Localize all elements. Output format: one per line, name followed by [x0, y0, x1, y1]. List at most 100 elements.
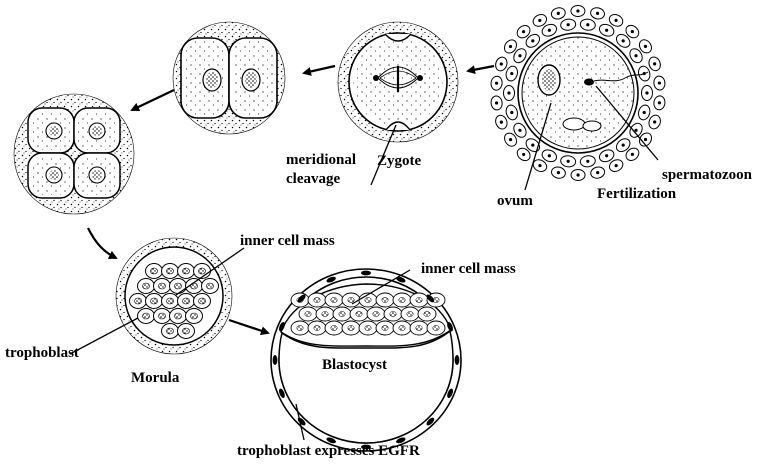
corona-cell-nucleus	[510, 110, 514, 115]
corona-cell-nucleus	[643, 137, 648, 142]
trophoblast-nucleus	[361, 444, 371, 450]
corona-cell-nucleus	[657, 81, 661, 85]
sequence-arrows	[87, 64, 495, 336]
corona-cell-nucleus	[614, 163, 618, 168]
trophoblast-nucleus	[326, 437, 336, 444]
corona-cell-nucleus	[531, 143, 535, 147]
corona-cell-nucleus	[499, 62, 503, 66]
corona-cell-nucleus	[556, 171, 561, 175]
icm-cell-nucleus	[313, 297, 321, 303]
corona-cell-nucleus	[576, 9, 580, 13]
blastomere-nucleus	[182, 297, 190, 305]
corona-cell-nucleus	[645, 91, 649, 95]
label-meridional-cleavage: meridional cleavage	[286, 152, 356, 187]
icm-cell-nucleus	[381, 297, 389, 303]
label-fertilization: Fertilization	[597, 186, 677, 202]
blastocyst-inner-cells	[290, 292, 446, 336]
label-blastocyst: Blastocyst	[322, 357, 387, 373]
trophoblast-nucleus	[278, 321, 285, 332]
trophoblast-nucleus	[297, 294, 306, 303]
blastomere-nucleus	[150, 297, 158, 305]
corona-cell-nucleus	[605, 154, 609, 158]
corona-cell-nucleus	[508, 138, 513, 142]
corona-cell-nucleus	[653, 120, 657, 124]
four-cell-stage	[13, 93, 135, 215]
blastomere-nucleus	[166, 267, 174, 275]
blastomere-nucleus	[158, 312, 166, 320]
icm-cell-nucleus	[406, 311, 414, 317]
corona-cell-nucleus	[494, 81, 499, 85]
corona-cell-nucleus	[596, 171, 600, 175]
corona-cell-nucleus	[518, 54, 522, 58]
corona-cell-nucleus	[614, 18, 618, 22]
corona-cell-nucleus	[605, 28, 609, 32]
icm-cell-nucleus	[364, 297, 372, 303]
corona-cell-nucleus	[634, 128, 638, 132]
label-inner-cell-mass-blastocyst: inner cell mass	[421, 261, 516, 277]
blastomere-nucleus	[198, 297, 206, 305]
trophoblast-nucleus	[361, 270, 371, 276]
icm-cell-nucleus	[313, 325, 321, 331]
corona-cell-nucleus	[653, 62, 657, 66]
corona-cell-nucleus	[522, 152, 526, 157]
icm-cell-nucleus	[372, 311, 380, 317]
icm-cell-nucleus	[321, 311, 329, 317]
corona-cell-nucleus	[595, 11, 600, 15]
corona-cell-nucleus	[657, 101, 662, 105]
blastomere-nucleus	[158, 282, 166, 290]
zygote-stage	[337, 21, 459, 143]
label-inner-cell-mass-morula: inner cell mass	[240, 233, 335, 249]
icm-cell-nucleus	[423, 311, 431, 317]
blastomere-nucleus	[166, 327, 174, 335]
label-zygote: Zygote	[377, 153, 422, 169]
corona-cell-nucleus	[630, 152, 635, 156]
blastomere-nucleus	[206, 282, 214, 290]
icm-cell-nucleus	[304, 311, 312, 317]
corona-cell-nucleus	[521, 30, 526, 34]
corona-cell-nucleus	[518, 128, 522, 132]
corona-cell-nucleus	[547, 154, 551, 158]
label-spermatozoon: spermatozoon	[662, 167, 752, 183]
icm-cell-nucleus	[330, 325, 338, 331]
icm-cell-nucleus	[398, 297, 406, 303]
trophoblast-nucleus	[272, 355, 278, 365]
icm-cell-nucleus	[330, 297, 338, 303]
trophoblast-nucleus	[426, 417, 435, 426]
icm-cell-nucleus	[415, 297, 423, 303]
blastomere-nucleus	[174, 282, 182, 290]
corona-cell-nucleus	[634, 54, 638, 58]
trophoblast-nucleus	[454, 355, 460, 365]
corona-cell-nucleus	[630, 29, 634, 34]
corona-cell-nucleus	[531, 39, 535, 43]
trophoblast-nucleus	[426, 294, 435, 303]
trophoblast-nucleus	[278, 388, 285, 399]
corona-cell-nucleus	[507, 91, 511, 95]
label-ovum: ovum	[497, 193, 533, 209]
label-morula: Morula	[131, 370, 180, 386]
corona-cell-nucleus	[621, 39, 625, 43]
trophoblast-nucleus	[447, 388, 454, 399]
blastomere-nucleus	[198, 267, 206, 275]
icm-cell-nucleus	[364, 325, 372, 331]
corona-cell-nucleus	[566, 23, 570, 27]
corona-cell-nucleus	[495, 101, 499, 105]
corona-cell-nucleus	[510, 71, 514, 76]
icm-cell-nucleus	[415, 325, 423, 331]
morula-stage	[115, 237, 233, 355]
two-cell-stage	[172, 21, 286, 135]
corona-cell-nucleus	[586, 159, 590, 163]
corona-cells	[490, 5, 666, 181]
corona-cell-nucleus	[508, 44, 513, 49]
label-trophoblast-egfr: trophoblast expresses EGFR	[237, 443, 420, 459]
icm-cell-nucleus	[338, 311, 346, 317]
corona-cell-nucleus	[642, 110, 646, 115]
corona-cell-nucleus	[538, 164, 542, 168]
label-leaders	[69, 85, 659, 441]
corona-cell-nucleus	[643, 44, 648, 48]
fertilization-stage	[490, 5, 666, 181]
blastomere-nucleus	[190, 312, 198, 320]
blastomere-nucleus	[150, 267, 158, 275]
trophoblast-nuclei	[272, 270, 460, 450]
icm-cell-nucleus	[381, 325, 389, 331]
